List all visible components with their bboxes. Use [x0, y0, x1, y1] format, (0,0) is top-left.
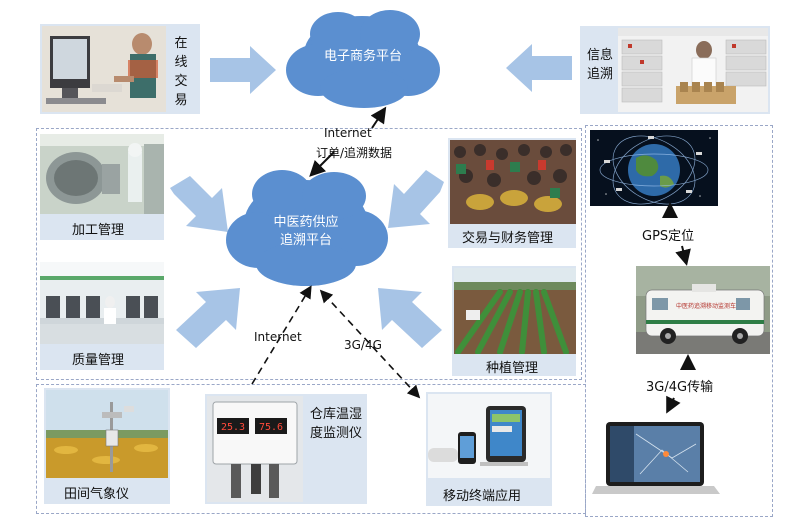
gps-connector-2 — [675, 245, 691, 266]
ecommerce-cloud — [286, 10, 440, 108]
warehouse-photo: 25.3 75.6 — [207, 396, 303, 502]
mobile-photo — [428, 394, 550, 478]
transmit-connector-2 — [666, 395, 681, 414]
tcm-cloud — [226, 170, 388, 286]
processing-photo — [40, 134, 164, 214]
vehicle-photo: 中医药追溯移动监测车 — [636, 266, 770, 354]
ecommerce-cloud-label: 电子商务平台 — [323, 49, 402, 64]
planting-label: 种植管理 — [486, 361, 539, 376]
orders-label: 订单/追溯数据 — [316, 146, 393, 160]
online-trade-photo — [42, 26, 166, 112]
warehouse-label: 仓库温湿度监测仪 — [310, 407, 363, 441]
hygro-reading-2: 75.6 — [259, 422, 283, 433]
info-trace-photo — [618, 28, 768, 112]
internet-bottom-label: Internet — [254, 330, 302, 344]
main-region-frame — [36, 128, 582, 380]
g34-label: 3G/4G — [344, 338, 382, 352]
orders-connector-down — [309, 151, 335, 177]
quality-photo — [40, 262, 164, 344]
planting-photo — [454, 268, 576, 354]
hygro-reading-1: 25.3 — [221, 422, 245, 433]
trade-finance-label: 交易与财务管理 — [462, 231, 554, 246]
weather-photo — [46, 390, 168, 478]
arrow-online-to-ecommerce — [210, 46, 276, 94]
mobile-label: 移动终端应用 — [443, 489, 522, 504]
arrow-trade-to-tcm — [388, 170, 444, 228]
gps-globe-photo — [590, 130, 718, 206]
mobile-vehicle-frame — [585, 125, 773, 517]
arrow-planting-to-tcm — [378, 288, 442, 348]
weather-label: 田间气象仪 — [64, 487, 130, 502]
gps-label: GPS定位 — [642, 229, 695, 244]
arrow-trace-to-ecommerce — [506, 44, 572, 92]
transmit-label: 3G/4G传输 — [646, 380, 714, 395]
laptop-photo — [592, 414, 720, 504]
online-trade-label: 在线交易 — [174, 36, 188, 108]
vehicle-text: 中医药追溯移动监测车 — [676, 302, 736, 310]
tcm-cloud-line2: 追溯平台 — [279, 233, 332, 248]
processing-label: 加工管理 — [72, 223, 125, 238]
orders-connector-up — [370, 106, 387, 129]
arrow-processing-to-tcm — [170, 176, 228, 232]
tcm-cloud-line1: 中医药供应 — [273, 215, 339, 230]
info-trace-label: 信息追溯 — [586, 48, 613, 82]
trade-finance-photo — [450, 140, 576, 224]
arrow-quality-to-tcm — [176, 288, 240, 348]
quality-label: 质量管理 — [72, 353, 125, 368]
internet-dashed-connector — [251, 285, 312, 385]
internet-top-label: Internet — [324, 126, 372, 140]
